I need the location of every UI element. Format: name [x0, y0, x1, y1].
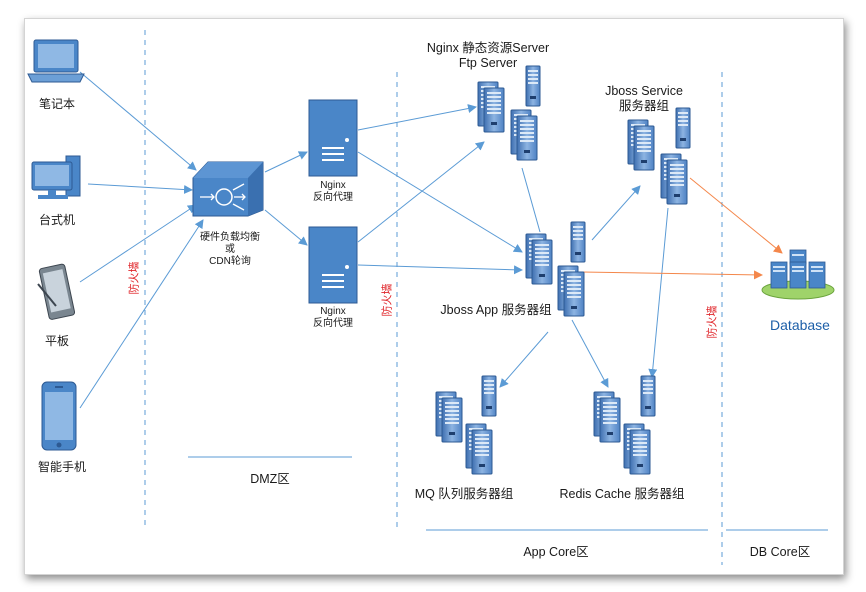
zone-separators [144, 30, 723, 565]
arrow-laptop-lb [79, 71, 197, 171]
arrow-app-mq [499, 331, 549, 388]
arrow-service-db [689, 177, 783, 254]
arrow-app-redis [571, 319, 609, 388]
desktop-icon [31, 155, 81, 199]
arrow-desktop-lb [87, 183, 193, 195]
laptop-icon [27, 39, 85, 83]
nginx-proxy-2-icon [308, 226, 358, 304]
arrow-lb-nginx1 [264, 151, 308, 173]
nginx-proxy-1-icon [308, 99, 358, 177]
tablet-icon [37, 263, 76, 320]
arrow-nginx2-static [357, 141, 485, 243]
arrow-service-redis [648, 207, 669, 378]
load-balancer-icon [192, 161, 264, 217]
database-icon [761, 249, 835, 300]
arrow-nginx2-app [357, 264, 523, 275]
arrow-nginx1-app [357, 151, 523, 253]
connections [79, 71, 669, 409]
arrow-static-app [521, 167, 541, 233]
arrow-nginx1-static [357, 104, 477, 131]
db-connections [581, 177, 783, 280]
zone-underlines [188, 456, 828, 531]
mq-group-icon [435, 375, 497, 475]
redis-group-icon [593, 375, 656, 475]
phone-icon [41, 381, 77, 451]
arrow-app-db [581, 270, 763, 280]
arrow-lb-nginx2 [264, 209, 308, 246]
static-server-group-icon [477, 65, 541, 161]
arrow-phone-lb [79, 219, 204, 409]
arrow-tablet-lb [79, 204, 197, 283]
arrow-app-service [591, 185, 641, 241]
jboss-app-group-icon [525, 221, 586, 317]
